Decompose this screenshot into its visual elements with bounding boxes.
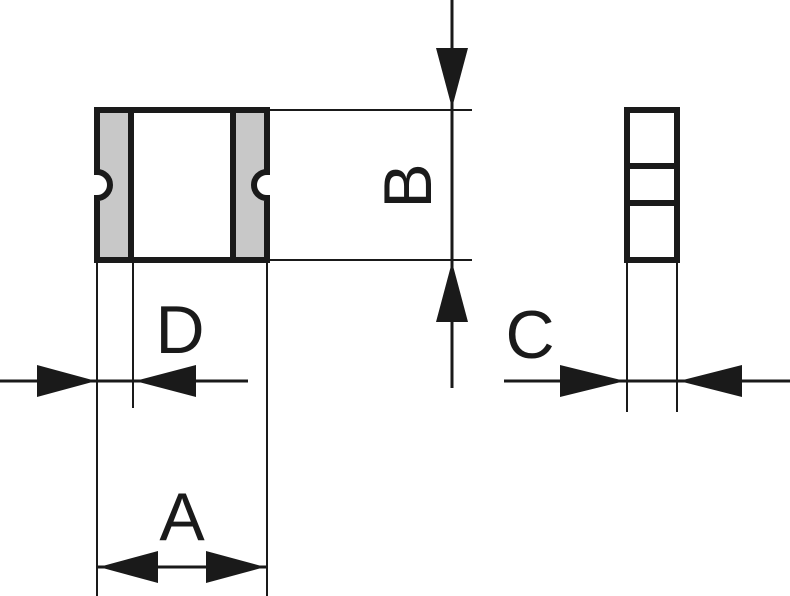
dimension-c: C	[504, 297, 790, 397]
right-terminal	[230, 107, 270, 263]
dim-c-label: C	[505, 297, 554, 373]
dim-b-arrow-up	[436, 262, 468, 322]
dimension-b: B	[370, 0, 468, 388]
left-terminal	[94, 107, 134, 263]
dim-d-label: D	[155, 292, 204, 368]
dimension-a: A	[97, 479, 267, 583]
side-view	[624, 107, 680, 263]
dim-c-arrow-left	[679, 365, 742, 397]
dim-c-arrow-right	[560, 365, 625, 397]
dim-a-arrow-left	[99, 551, 158, 583]
dim-b-arrow-down	[436, 48, 468, 108]
dim-d-arrow-left	[135, 365, 196, 397]
dim-a-label: A	[159, 479, 205, 555]
front-view	[94, 107, 270, 263]
extension-lines	[96, 109, 678, 596]
side-view-outline	[624, 107, 680, 263]
dim-a-arrow-right	[206, 551, 265, 583]
dim-d-arrow-right	[37, 365, 96, 397]
dimension-d: D	[0, 292, 248, 397]
dim-b-label: B	[370, 163, 446, 208]
